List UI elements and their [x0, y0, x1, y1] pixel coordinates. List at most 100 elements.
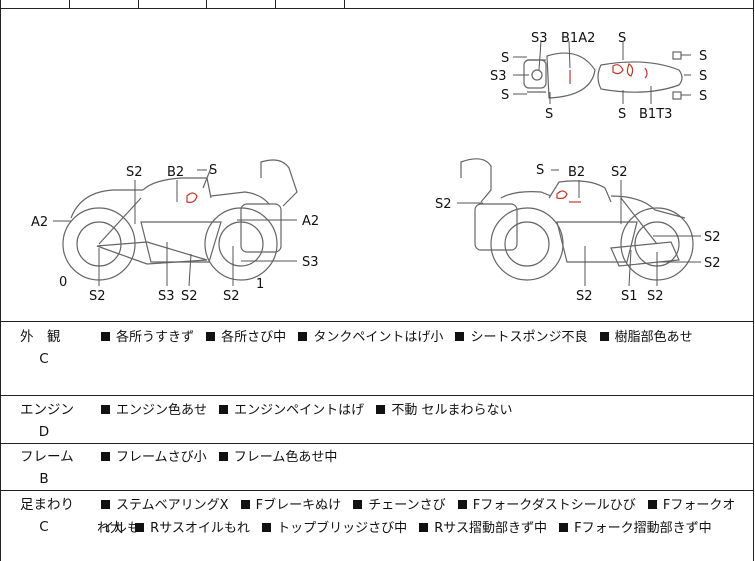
damage-code-label: A2	[302, 214, 319, 229]
bullet-icon	[101, 452, 110, 461]
seat	[210, 191, 270, 205]
damage-code-label: S2	[223, 289, 240, 304]
side-case	[240, 203, 282, 253]
damage-code-label: S	[501, 51, 509, 66]
section-name: エンジン	[20, 402, 74, 418]
leader-line	[538, 40, 542, 71]
item-text: チェーンさび	[368, 498, 446, 513]
damage-code-label: S2	[89, 289, 106, 304]
damage-code-label: B1T3	[639, 107, 672, 122]
section-grade: C	[39, 351, 49, 367]
item-text: 樹脂部色あせ	[614, 330, 693, 345]
item-text: エンジンペイントはげ	[234, 403, 365, 418]
front-fork	[620, 197, 658, 245]
section-items: 各所うすきず 各所さび中 タンクペイントはげ小 シートスポンジ不良 樹脂部色あせ	[101, 326, 743, 349]
section-items: エンジン色あせ エンジンペイントはげ 不動 セルまわらない	[101, 399, 743, 422]
leader-line	[568, 40, 571, 69]
damage-code-label: S3	[490, 69, 507, 84]
rear-wheel	[490, 207, 564, 281]
top-view-leaders	[513, 40, 691, 104]
item-text: Fフォーク摺動部きず中	[574, 521, 712, 536]
item-text: Fブレーキぬけ	[255, 498, 342, 513]
section-grade: B	[39, 471, 49, 487]
divider	[344, 0, 345, 8]
header-row-remnant	[0, 0, 754, 9]
item-text: れ大	[97, 521, 124, 536]
top-view-motorcycle	[523, 51, 683, 100]
damage-code-label: S2	[704, 230, 721, 245]
item-text: トップブリッジさび中	[277, 521, 408, 536]
damage-code-label: S3	[158, 289, 175, 304]
damage-code-label: B2	[568, 165, 585, 180]
divider	[0, 0, 1, 8]
section-items-continued: れ大 Rサスオイルもれ トップブリッジさび中 Rサス摺動部きず中 Fフォーク摺動…	[97, 517, 743, 540]
item-line: ステムベアリングX Fブレーキぬけ チェーンさび Fフォークダストシールひび F…	[101, 494, 743, 540]
bullet-icon	[101, 405, 110, 414]
left-side-damage-marks	[186, 192, 198, 203]
damage-mark	[626, 63, 634, 77]
bullet-icon	[218, 452, 228, 461]
divider	[69, 0, 70, 8]
bullet-icon	[101, 500, 110, 509]
item-text: 各所さび中	[221, 330, 287, 345]
section-exterior: 外 観 C 各所うすきず 各所さび中 タンクペイントはげ小 シートスポンジ不良 …	[0, 322, 754, 396]
bullet-icon	[101, 332, 110, 341]
section-label: 外 観 C	[20, 326, 68, 370]
damage-code-label: B1A2	[561, 31, 595, 46]
right-side-damage-marks	[556, 190, 581, 203]
item-text: フレーム色あせ中	[233, 450, 338, 465]
section-label: 足まわり C	[20, 494, 74, 538]
section-name: 足まわり	[20, 497, 74, 513]
left-side-labels: S2 B2 S A2 A2 S3 0 S2 S3 S2 S2 1	[31, 163, 319, 304]
front-fender-shape	[523, 59, 547, 89]
bullet-icon	[206, 332, 216, 341]
item-text: エンジン色あせ	[116, 403, 208, 418]
front-fender	[70, 189, 143, 219]
damage-code-label: S3	[302, 255, 319, 270]
damage-code-label: S2	[576, 289, 593, 304]
top-view-damage-marks	[569, 63, 648, 84]
bullet-icon	[353, 500, 363, 509]
side-case	[474, 203, 518, 251]
rear-wheel-inner	[504, 221, 550, 267]
item-text: シートスポンジ不良	[470, 330, 588, 345]
damage-code-label: S	[618, 107, 626, 122]
bullet-icon	[240, 500, 250, 509]
leader-line	[188, 253, 192, 287]
bullet-icon	[559, 523, 569, 532]
exhaust	[96, 241, 208, 265]
handlebar	[202, 167, 212, 189]
section-grade: C	[39, 519, 49, 535]
front-fork	[98, 197, 142, 245]
right-side-labels: S B2 S2 S2 S2 S2 S2 S1 S2	[435, 163, 721, 304]
damage-code-label: S1	[621, 289, 638, 304]
damage-code-label: S	[545, 107, 553, 122]
item-text: 各所うすきず	[116, 330, 195, 345]
damage-code-label: S	[536, 163, 544, 178]
damage-diagram: S3 B1A2 S S S3 S S S S S S S B1T3	[0, 8, 754, 322]
exhaust	[610, 241, 680, 267]
section-items: フレームさび小 フレーム色あせ中	[101, 446, 743, 469]
damage-code-label: S2	[435, 197, 452, 212]
damage-code-label: S3	[531, 31, 548, 46]
item-text: フレームさび小	[116, 450, 207, 465]
bullet-icon	[455, 332, 465, 341]
damage-code-label: B2	[167, 165, 184, 180]
right-side-leaders	[457, 169, 701, 287]
front-fender	[610, 195, 686, 219]
bullet-icon	[298, 332, 308, 341]
damage-mark	[186, 192, 198, 203]
damage-code-label: S2	[181, 289, 198, 304]
section-name: 外 観	[20, 329, 61, 345]
fuel-tank	[142, 177, 212, 199]
section-items: ステムベアリングX Fブレーキぬけ チェーンさび Fフォークダストシールひび F…	[101, 494, 743, 540]
bullet-icon	[135, 523, 145, 532]
bullet-icon	[262, 523, 272, 532]
bullet-icon	[457, 500, 467, 509]
bullet-icon	[376, 405, 386, 414]
fuel-tank	[548, 180, 612, 203]
damage-code-label: S2	[611, 165, 628, 180]
damage-code-label: S2	[126, 165, 143, 180]
item-text: タンクペイントはげ小	[313, 330, 444, 345]
section-label: エンジン D	[20, 399, 74, 443]
